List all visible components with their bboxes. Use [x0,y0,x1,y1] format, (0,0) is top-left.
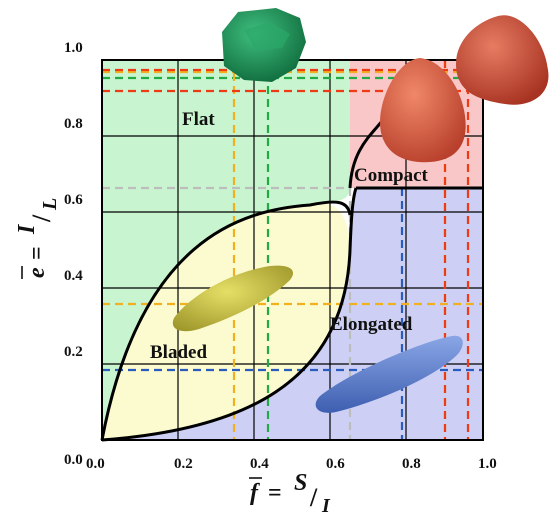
y-tick-label: 0.4 [64,268,83,284]
y-axis-den: L [39,198,61,211]
region-label-compact: Compact [354,165,429,186]
x-axis-num: S [294,470,307,496]
x-tick-label: 0.6 [326,456,345,472]
y-tick-label: 0.6 [64,192,83,208]
x-tick-label: 0.0 [86,456,105,472]
y-axis-eq: = [24,246,50,260]
particle-bladed-yellow [172,265,294,332]
x-tick-label: 1.0 [478,456,497,472]
region-label-elongated: Elongated [330,314,413,335]
y-tick-labels: 0.0 0.2 0.4 0.6 0.8 1.0 [64,40,83,468]
x-tick-labels: 0.0 0.2 0.4 0.6 0.8 1.0 [86,456,497,472]
boundary-curves [100,119,483,442]
bladed-region [102,203,350,440]
lower-boundary-curve [101,187,358,442]
y-tick-label: 0.2 [64,344,83,360]
upper-boundary-curve [100,200,352,441]
svg-text:/: / [309,483,318,512]
particle-flat-green [222,8,306,82]
y-axis-var: e [24,267,50,278]
particle-elongated-blue [315,335,463,413]
y-axis-label: e = I / L [14,198,61,279]
compact-boundary-curve [348,119,385,189]
particle-compact-red-large [456,15,549,105]
x-tick-label: 0.8 [402,456,421,472]
y-tick-label: 0.8 [64,116,83,132]
y-tick-label: 0.0 [64,452,83,468]
x-axis-eq: = [268,480,282,506]
region-label-flat: Flat [182,109,215,130]
x-axis-label: f = S / I [249,470,331,517]
flat-region [102,60,350,440]
y-tick-label: 1.0 [64,40,83,56]
x-tick-label: 0.4 [250,456,269,472]
x-tick-label: 0.2 [174,456,193,472]
x-axis-var: f [250,480,260,506]
particle-compact-red-small [380,58,466,163]
region-label-bladed: Bladed [150,342,207,363]
svg-text:/: / [27,214,56,223]
y-axis-num: I [14,223,40,235]
x-axis-den: I [321,495,331,517]
